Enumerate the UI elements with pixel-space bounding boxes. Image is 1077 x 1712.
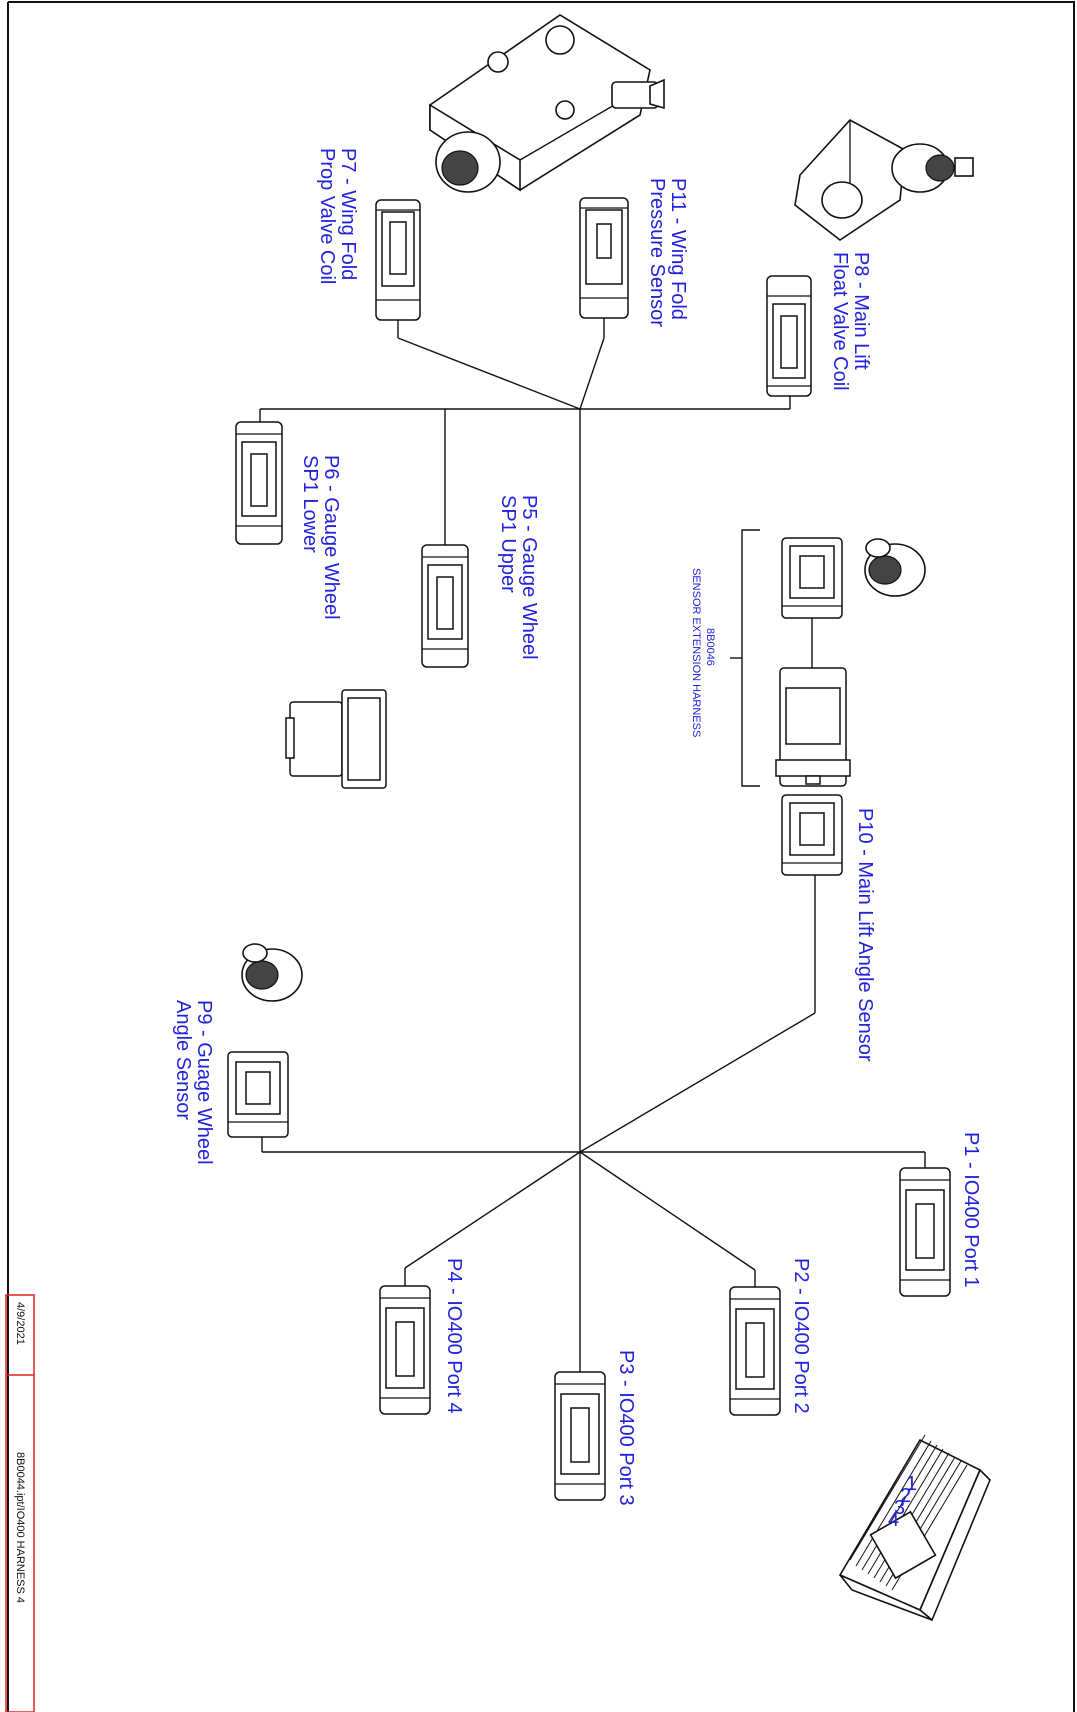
label-ext-line1: 8B0046 <box>704 628 716 666</box>
title-block-file: 8B0044.ipt/IO400 HARNESS 4 <box>14 1452 26 1603</box>
connector-p6 <box>235 421 283 545</box>
label-ext-line2: SENSOR EXTENSION HARNESS <box>690 568 702 737</box>
module-port-3: 3 <box>894 1497 905 1519</box>
label-p9: P9 - Guage Wheel Angle Sensor <box>172 1000 215 1165</box>
connector-p2 <box>729 1286 781 1416</box>
label-p3-line1: P3 - IO400 Port 3 <box>615 1350 637 1506</box>
label-p2: P2 - IO400 Port 2 <box>790 1258 812 1414</box>
connector-p1 <box>899 1167 951 1297</box>
label-p9-line1: P9 - Guage Wheel <box>193 1000 215 1165</box>
label-p10-line1: P10 - Main Lift Angle Sensor <box>854 808 876 1062</box>
connector-p10 <box>781 794 843 876</box>
label-p5-line1: P5 - Gauge Wheel <box>518 495 540 660</box>
valve-block-image <box>429 14 665 193</box>
connector-p7 <box>375 199 421 321</box>
label-p11-line1: P11 - Wing Fold <box>667 178 689 320</box>
float-valve-image <box>794 118 974 241</box>
label-p7-line1: P7 - Wing Fold <box>337 148 359 280</box>
connector-p4 <box>379 1285 431 1415</box>
module-port-4: 4 <box>888 1509 899 1531</box>
label-p8-line2: Float Valve Coil <box>829 252 851 391</box>
io400-module-image: 1 2 3 4 <box>838 1434 991 1622</box>
label-p6-line1: P6 - Gauge Wheel <box>320 455 342 620</box>
angle-sensor-image-top <box>864 538 926 597</box>
label-p8-line1: P8 - Main Lift <box>850 252 872 370</box>
label-p3: P3 - IO400 Port 3 <box>615 1350 637 1506</box>
label-p9-line2: Angle Sensor <box>172 1000 194 1120</box>
angle-sensor-image-bottom <box>241 943 303 1002</box>
label-extension-harness: 8B0046 SENSOR EXTENSION HARNESS <box>690 568 716 737</box>
label-p10: P10 - Main Lift Angle Sensor <box>854 808 876 1062</box>
connector-spare-dt <box>285 689 387 789</box>
label-p5: P5 - Gauge Wheel SP1 Upper <box>497 495 540 660</box>
connector-ext-left <box>781 537 843 619</box>
connector-p11 <box>579 197 629 319</box>
label-p4: P4 - IO400 Port 4 <box>443 1258 465 1414</box>
label-p8: P8 - Main Lift Float Valve Coil <box>829 252 872 391</box>
connector-p3 <box>554 1371 606 1501</box>
connector-p8 <box>766 275 812 397</box>
label-p7-line2: Prop Valve Coil <box>316 148 338 284</box>
connector-ext-right <box>775 667 851 787</box>
label-p11-line2: Pressure Sensor <box>646 178 668 327</box>
connector-p5 <box>421 544 469 668</box>
module-port-2: 2 <box>900 1485 911 1507</box>
label-p2-line1: P2 - IO400 Port 2 <box>790 1258 812 1414</box>
label-p1: P1 - IO400 Port 1 <box>960 1132 982 1288</box>
title-block-date: 4/9/2021 <box>14 1302 26 1345</box>
wires <box>259 318 926 1372</box>
label-p6: P6 - Gauge Wheel SP1 Lower <box>299 455 342 620</box>
module-port-1: 1 <box>906 1473 917 1495</box>
label-p1-line1: P1 - IO400 Port 1 <box>960 1132 982 1288</box>
label-p7: P7 - Wing Fold Prop Valve Coil <box>316 148 359 284</box>
label-p11: P11 - Wing Fold Pressure Sensor <box>646 178 689 327</box>
label-p6-line2: SP1 Lower <box>299 455 321 553</box>
label-p4-line1: P4 - IO400 Port 4 <box>443 1258 465 1414</box>
connector-p9 <box>227 1051 289 1138</box>
title-block: 4/9/2021 8B0044.ipt/IO400 HARNESS 4 <box>5 1294 35 1712</box>
label-p5-line2: SP1 Upper <box>497 495 519 593</box>
